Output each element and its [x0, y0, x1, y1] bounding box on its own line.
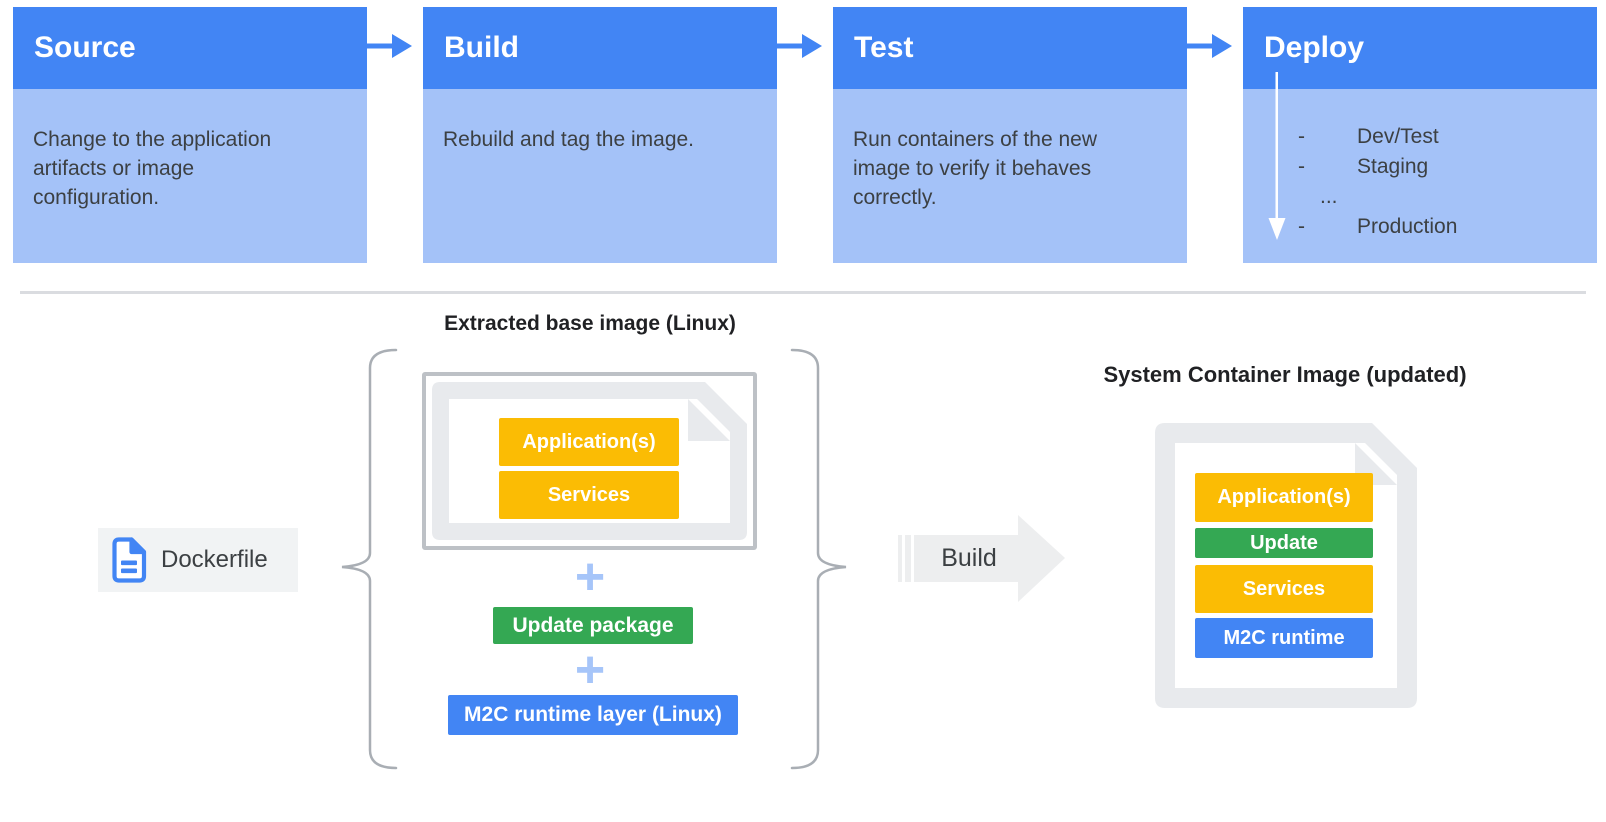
list-dash: -	[1298, 214, 1305, 238]
base-layer-application: Application(s)	[499, 418, 679, 466]
plus-icon: +	[574, 641, 606, 699]
right-brace-icon	[790, 348, 847, 770]
dockerfile-label: Dockerfile	[161, 546, 268, 573]
dockerfile-document-icon	[112, 537, 147, 583]
stage-title: Deploy	[1243, 7, 1597, 89]
dockerfile-chip: Dockerfile	[98, 528, 298, 592]
base-layer-services: Services	[499, 471, 679, 519]
stage-description: Run containers of the new image to verif…	[833, 89, 1187, 263]
list-item-label: ...	[1320, 184, 1338, 208]
list-item-label: Staging	[1357, 154, 1429, 178]
system-container-image-title: System Container Image (updated)	[1103, 362, 1467, 387]
list-item-label: Dev/Test	[1357, 124, 1439, 148]
flow-arrow-icon	[356, 34, 412, 58]
flow-arrow-icon	[766, 34, 822, 58]
sci-layer-services: Services	[1195, 565, 1373, 613]
sci-layer-application: Application(s)	[1195, 473, 1373, 522]
list-dash: -	[1298, 154, 1305, 178]
deploy-item-production: - Production	[1298, 211, 1597, 241]
pipeline-stage-source: Source Change to the application artifac…	[13, 7, 367, 263]
build-arrow-icon	[898, 515, 1065, 602]
stage-title: Build	[423, 7, 777, 89]
list-dash: -	[1298, 124, 1305, 148]
stage-description: Rebuild and tag the image.	[423, 89, 777, 263]
sci-layer-m2c-runtime: M2C runtime	[1195, 618, 1373, 658]
sci-layer-update: Update	[1195, 528, 1373, 558]
stage-title: Source	[13, 7, 367, 89]
pipeline-stage-test: Test Run containers of the new image to …	[833, 7, 1187, 263]
section-divider	[20, 291, 1586, 294]
deploy-progress-arrow-icon	[1268, 72, 1286, 240]
plus-icon: +	[574, 548, 606, 606]
stage-description: Change to the application artifacts or i…	[13, 89, 367, 263]
deploy-environment-list: - Dev/Test - Staging ... - Production	[1243, 89, 1597, 263]
build-arrow-label: Build	[941, 544, 997, 572]
extracted-base-image-title: Extracted base image (Linux)	[444, 312, 736, 335]
pipeline-stage-build: Build Rebuild and tag the image.	[423, 7, 777, 263]
deploy-item-dev-test: - Dev/Test	[1298, 121, 1597, 151]
deploy-item-staging: - Staging	[1298, 151, 1597, 181]
deploy-item-ellipsis: ...	[1298, 181, 1597, 211]
flow-arrow-icon	[1176, 34, 1232, 58]
m2c-runtime-layer-box: M2C runtime layer (Linux)	[448, 695, 738, 735]
left-brace-icon	[341, 348, 398, 770]
list-item-label: Production	[1357, 214, 1458, 238]
stage-title: Test	[833, 7, 1187, 89]
pipeline-stage-deploy: Deploy - Dev/Test - Staging ... - Produc…	[1243, 7, 1597, 263]
update-package-box: Update package	[493, 607, 693, 644]
